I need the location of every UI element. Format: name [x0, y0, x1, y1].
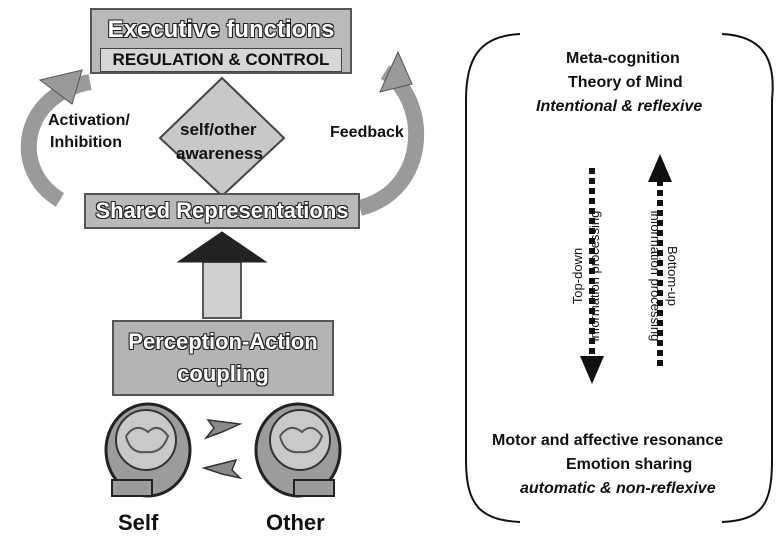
diamond-label-line1: self/other — [180, 120, 257, 139]
topdown-label: Top-down information processing — [569, 171, 609, 381]
bottomup-label: Bottom-up information processing — [641, 171, 681, 381]
executive-functions-title: Executive functions — [107, 16, 335, 43]
feedback-label: Feedback — [330, 124, 404, 141]
other-head-icon — [254, 402, 342, 498]
motor-affective-label: Motor and affective resonance — [492, 432, 724, 449]
executive-functions-box: Executive functions REGULATION & CONTROL — [90, 8, 352, 74]
emotion-sharing-label: Emotion sharing — [566, 456, 693, 473]
up-arrow-head — [176, 231, 268, 263]
activation-label-line1: Activation/ — [48, 112, 130, 129]
left-arrowhead — [38, 69, 83, 105]
automatic-nonreflexive-label: automatic & non-reflexive — [520, 480, 716, 497]
right-arrowhead — [379, 50, 413, 93]
topdown-line2: information processing — [587, 210, 602, 342]
perception-action-line1: Perception-Action — [128, 329, 318, 354]
diamond-label-line2: awareness — [176, 144, 263, 163]
perception-action-line2: coupling — [177, 361, 269, 386]
arrow-self-to-other — [201, 458, 243, 480]
right-bracket-left — [465, 33, 521, 523]
other-label: Other — [266, 510, 325, 535]
activation-label-line2: Inhibition — [50, 134, 122, 151]
theory-of-mind-label: Theory of Mind — [568, 74, 683, 91]
meta-cognition-label: Meta-cognition — [566, 50, 680, 67]
intentional-reflexive-label: Intentional & reflexive — [536, 98, 703, 115]
arrow-other-to-self — [203, 419, 243, 440]
bottomup-line1: Bottom-up — [665, 246, 680, 306]
perception-action-box: Perception-Action coupling — [112, 320, 334, 396]
bottomup-arrowhead — [648, 154, 672, 182]
self-label: Self — [118, 510, 159, 535]
bottomup-line2: information processing — [648, 210, 663, 342]
shared-representations-box: Shared Representations — [84, 193, 360, 229]
up-arrow-shaft — [202, 261, 242, 319]
right-bracket-right — [721, 33, 774, 523]
self-head-icon — [104, 402, 192, 498]
regulation-control-label: REGULATION & CONTROL — [100, 48, 342, 72]
topdown-arrowhead — [580, 356, 604, 384]
topdown-line1: Top-down — [570, 247, 585, 305]
